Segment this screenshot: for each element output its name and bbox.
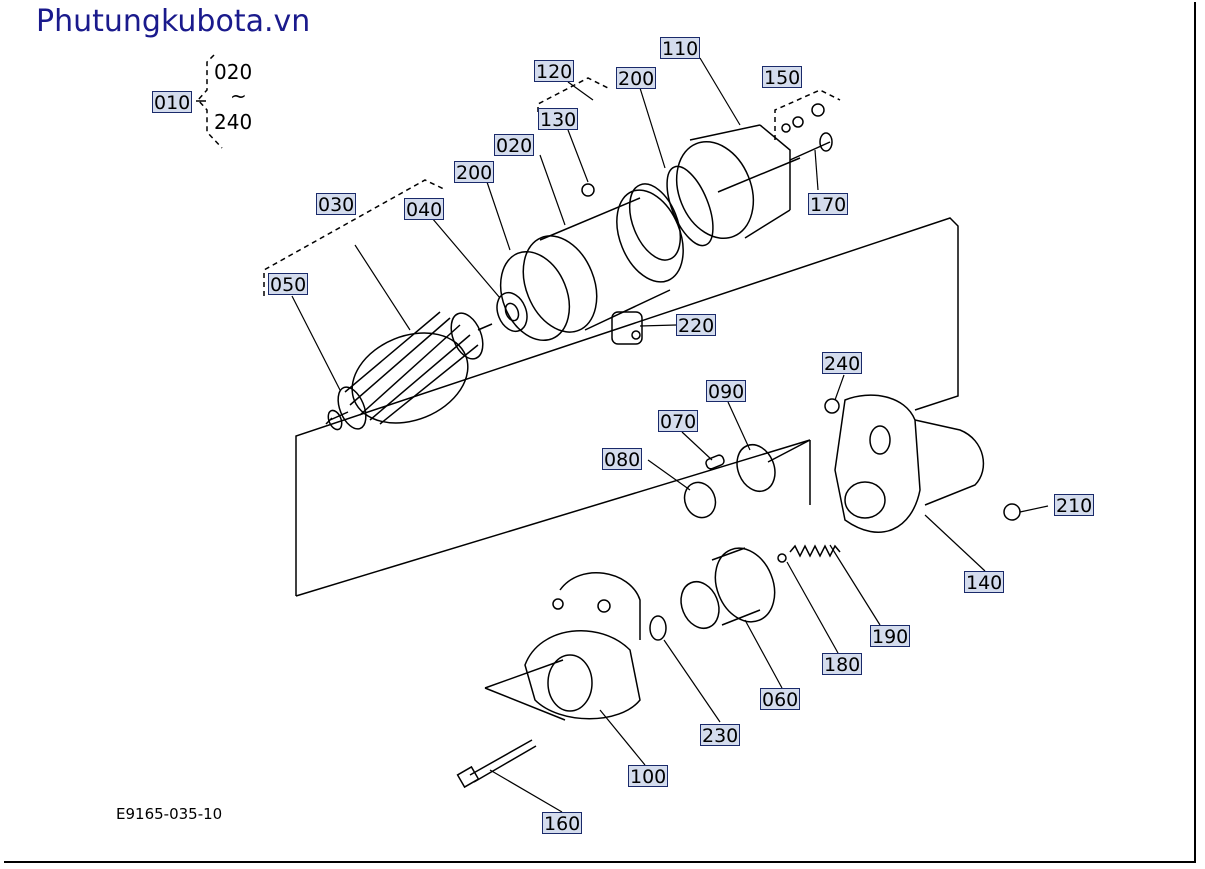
bolt-drawing bbox=[456, 739, 537, 789]
diagram-code: E9165-035-10 bbox=[116, 805, 223, 823]
spring-drawing bbox=[789, 544, 841, 558]
part-tag-040[interactable]: 040 bbox=[404, 198, 445, 221]
part-tag-030[interactable]: 030 bbox=[316, 193, 357, 216]
oring-left-drawing bbox=[499, 250, 571, 342]
housing-drawing bbox=[524, 572, 641, 720]
part-tag-190[interactable]: 190 bbox=[870, 625, 911, 648]
brush-drawing bbox=[581, 183, 595, 197]
armature-drawing bbox=[325, 311, 493, 431]
bearing-drawing bbox=[496, 291, 528, 333]
part-tag-010[interactable]: 010 bbox=[152, 91, 193, 114]
part-tag-230[interactable]: 230 bbox=[700, 724, 741, 747]
part-tag-200-right[interactable]: 200 bbox=[616, 67, 657, 90]
nut-240-drawing bbox=[824, 398, 840, 414]
part-tag-090[interactable]: 090 bbox=[706, 380, 747, 403]
part-tag-120[interactable]: 120 bbox=[534, 60, 575, 83]
site-title: Phutungkubota.vn bbox=[36, 4, 311, 39]
oring-230-drawing bbox=[649, 615, 667, 641]
range-separator: ~ bbox=[230, 84, 247, 108]
part-tag-020[interactable]: 020 bbox=[494, 134, 535, 157]
part-tag-160[interactable]: 160 bbox=[542, 812, 583, 835]
oring-right-drawing bbox=[666, 165, 714, 247]
part-tag-110[interactable]: 110 bbox=[660, 37, 701, 60]
part-tag-240[interactable]: 240 bbox=[822, 352, 863, 375]
retainer-drawing bbox=[683, 481, 717, 519]
group-outline-lower bbox=[295, 439, 811, 597]
diagram-frame bbox=[4, 2, 1196, 863]
range-from: 020 bbox=[214, 60, 253, 84]
pin-drawing bbox=[705, 454, 725, 470]
clutch-drawing bbox=[680, 547, 776, 630]
leader-lines bbox=[291, 57, 1049, 813]
end-frame-drawing bbox=[675, 124, 833, 240]
gear-drawing bbox=[736, 443, 776, 493]
part-tag-200-left[interactable]: 200 bbox=[454, 161, 495, 184]
part-tag-180[interactable]: 180 bbox=[822, 653, 863, 676]
part-tag-130[interactable]: 130 bbox=[538, 108, 579, 131]
yoke-drawing bbox=[522, 189, 684, 345]
part-tag-170[interactable]: 170 bbox=[808, 193, 849, 216]
part-tag-100[interactable]: 100 bbox=[628, 765, 669, 788]
part-tag-210[interactable]: 210 bbox=[1054, 494, 1095, 517]
group-outline-motor bbox=[295, 217, 959, 596]
nut-210-drawing bbox=[1003, 503, 1021, 521]
part-tag-050[interactable]: 050 bbox=[268, 273, 309, 296]
brush-holder-drawing bbox=[628, 183, 682, 261]
part-tag-220[interactable]: 220 bbox=[676, 314, 717, 337]
ball-drawing bbox=[777, 553, 787, 563]
part-tag-060[interactable]: 060 bbox=[760, 688, 801, 711]
part-tag-140[interactable]: 140 bbox=[964, 571, 1005, 594]
range-to: 240 bbox=[214, 110, 253, 134]
part-tag-150[interactable]: 150 bbox=[762, 66, 803, 89]
magnetic-switch-drawing bbox=[834, 394, 985, 533]
part-tag-080[interactable]: 080 bbox=[602, 448, 643, 471]
part-tag-070[interactable]: 070 bbox=[658, 410, 699, 433]
